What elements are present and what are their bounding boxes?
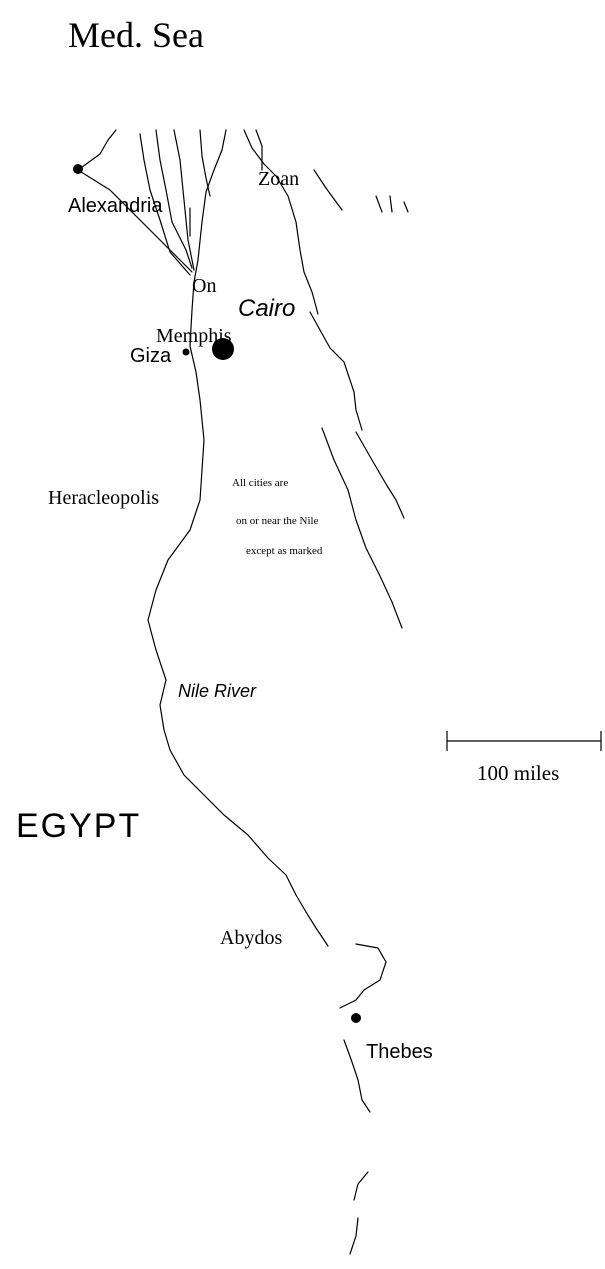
scale-label: 100 miles [477,761,559,785]
map-note: All cities are on or near the Nile excep… [232,477,323,557]
place-heracleopolis: Heracleopolis [48,487,159,509]
note-line: except as marked [246,545,323,557]
place-memphis: Memphis [156,325,232,347]
nile-river [349,1217,359,1255]
place-on: On [192,275,216,297]
giza-marker [182,348,190,356]
thebes-marker [351,1013,361,1023]
eastern-lines [309,169,409,629]
place-alexandria: Alexandria [68,195,163,217]
delta-branch [155,129,193,269]
nile-river [339,943,387,1009]
delta-branch [193,129,227,283]
delta-branch [243,129,319,315]
delta-branch [77,129,117,171]
sea-label: Med. Sea [68,15,204,55]
nile-river [353,1171,369,1201]
delta-branch [173,129,195,271]
place-giza: Giza [130,345,172,367]
nile-river [343,1039,371,1113]
place-zoan: Zoan [258,168,299,190]
place-cairo: Cairo [238,295,295,322]
note-line: on or near the Nile [236,515,319,527]
river-label: Nile River [178,681,257,701]
delta-branch [77,169,193,273]
place-abydos: Abydos [220,927,282,949]
delta-branch [255,129,263,171]
alexandria-marker [73,164,83,174]
scale-bar: 100 miles [446,731,602,785]
delta-branch [139,133,191,276]
nile-river [147,281,329,947]
cairo-marker [212,338,234,360]
note-line: All cities are [232,477,288,489]
country-label: EGYPT [16,807,141,845]
place-thebes: Thebes [366,1041,433,1063]
nile-delta [77,129,319,315]
